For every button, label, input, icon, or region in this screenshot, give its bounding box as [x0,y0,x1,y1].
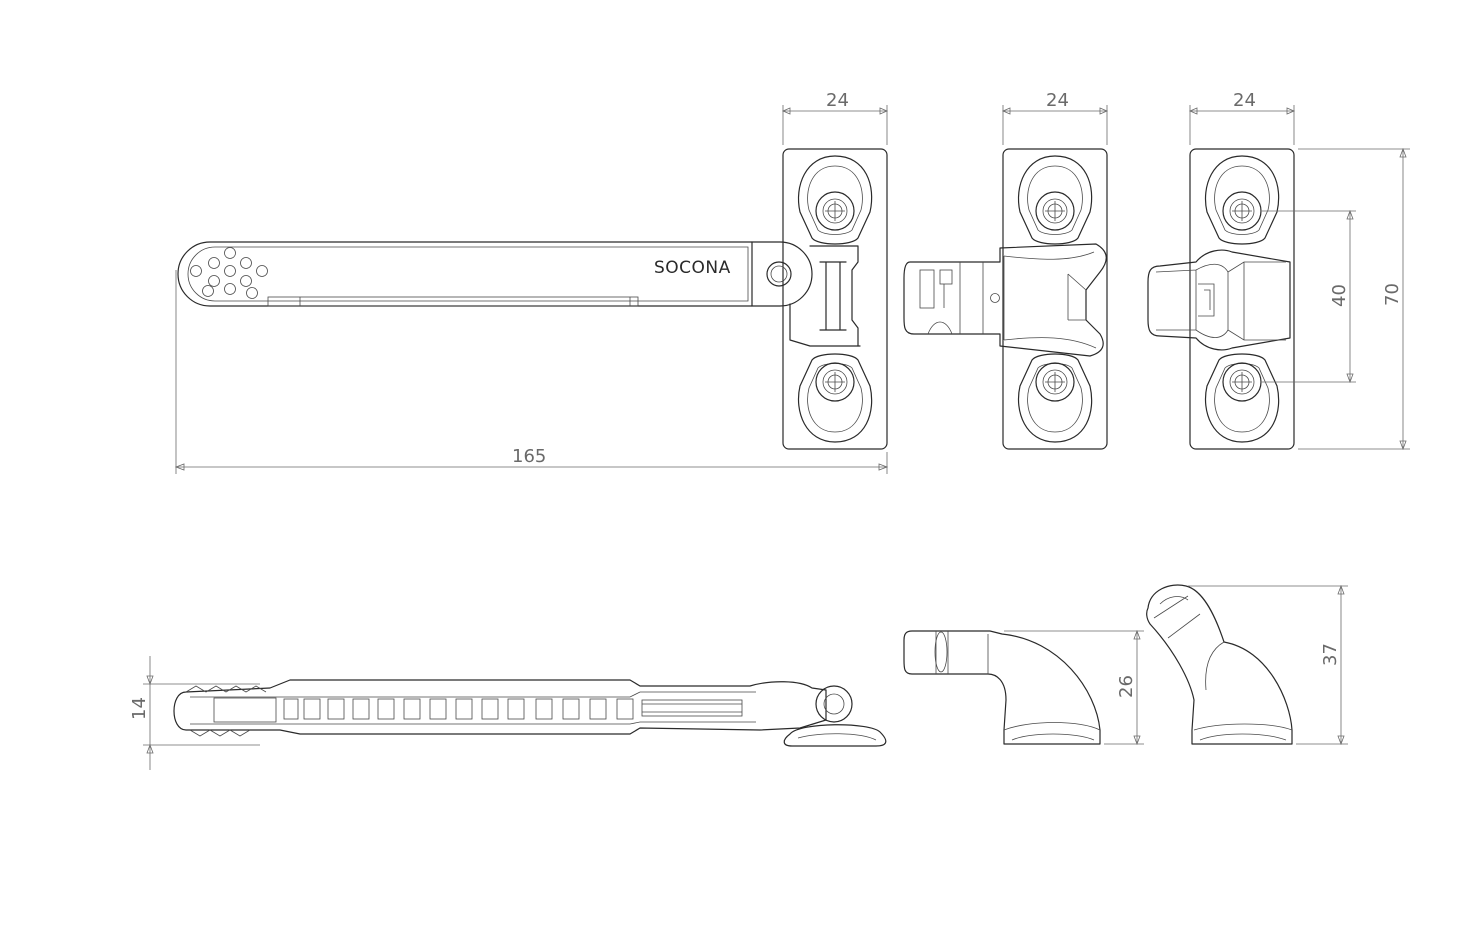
ratchet-teeth [283,698,634,720]
dim-keep-height-label: 26 [1116,675,1137,698]
dim-plate-height: 70 [1298,147,1410,451]
stay-top-view: SOCONA [177,148,888,450]
dim-stay-thickness-label: 14 [129,697,150,720]
dim-mount-width-label: 24 [1233,90,1256,111]
dim-overall-length: 165 [174,270,889,474]
dim-top-width: 24 [781,90,889,145]
dim-mount-height-label: 37 [1320,643,1341,666]
dim-overall-length-label: 165 [512,446,546,467]
dim-keep-width: 24 [1001,90,1109,145]
dim-keep-width-label: 24 [1046,90,1069,111]
mount-top-view [1147,148,1295,450]
dim-hole-spacing-label: 40 [1329,284,1350,307]
dim-mount-width: 24 [1188,90,1296,145]
mount-side-view [1146,584,1293,745]
dim-hole-spacing: 40 [1262,209,1356,384]
dim-mount-height: 37 [1188,584,1348,746]
grip-dots [190,247,268,299]
keep-top-view [903,148,1108,450]
dim-top-width-label: 24 [826,90,849,111]
brand-label: SOCONA [654,258,731,278]
stay-side-view [173,679,887,747]
keep-side-view [903,630,1101,745]
dim-keep-height: 26 [1004,629,1144,746]
dim-plate-height-label: 70 [1382,283,1403,306]
dim-stay-thickness: 14 [129,656,260,770]
